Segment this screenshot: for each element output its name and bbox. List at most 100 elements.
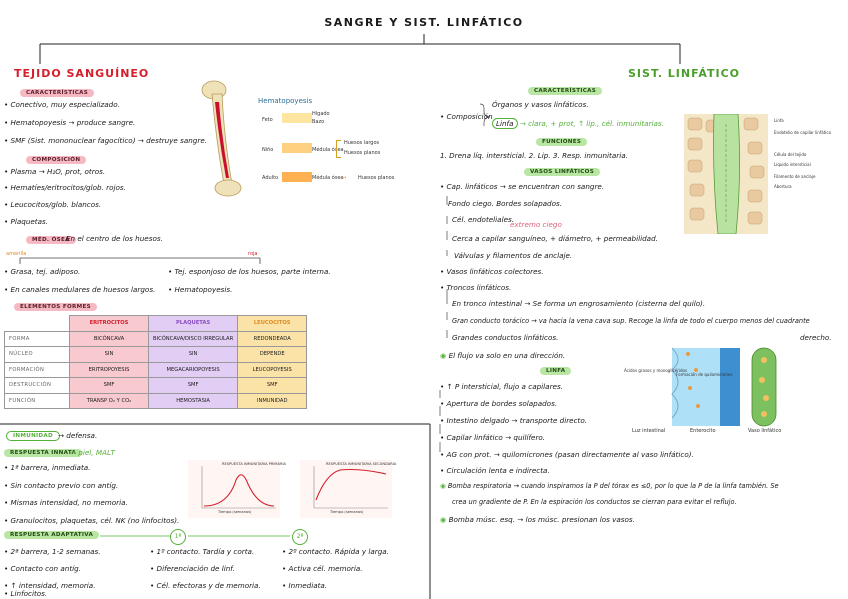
graph2-title: RESPUESTA INMUNITARIA SECUNDARIA xyxy=(326,462,397,466)
img2-label: Enterocito xyxy=(690,428,716,434)
table-cell: MEGACARIOPOYESIS xyxy=(147,361,239,378)
adapt-col2-item-1: • 1º contacto. Tardía y corta. xyxy=(150,547,255,556)
quilifero-image xyxy=(671,347,777,427)
table-cell: SMF xyxy=(147,377,239,394)
funciones-text: 1. Drena líq. intersticial. 2. Lip. 3. R… xyxy=(440,151,628,160)
graph1-xlabel: Tiempo (semanas) xyxy=(218,510,252,514)
vasos-item: • Cap. linfáticos → se encuentran con sa… xyxy=(440,182,605,191)
bubble-primaria: 1ª xyxy=(170,529,186,545)
label-roja: roja xyxy=(248,251,258,257)
table-cell: ERITROPOYESIS xyxy=(69,361,149,378)
hema-organ: Hígado xyxy=(312,111,330,117)
femur-illustration xyxy=(201,80,242,197)
hema-organ: Bazo xyxy=(312,119,325,125)
roja-item-2: • Hematopoyesis. xyxy=(168,285,233,294)
hema-arrow-feto xyxy=(282,113,312,123)
innata-note: → piel, MALT xyxy=(70,448,115,457)
row-label: FUNCIÓN xyxy=(4,392,70,409)
graph-respuesta-secundaria xyxy=(300,460,392,518)
img1-label: Líquido intersticial xyxy=(774,162,811,167)
adapt-col2-item-3: • Cél. efectoras y de memoria. xyxy=(150,581,261,590)
caract-item-1: • Conectivo, muy especializado. xyxy=(4,100,120,109)
tag-inmunidad: INMUNIDAD xyxy=(6,431,60,441)
tag-vasos-linfaticos: VASOS LINFÁTICOS xyxy=(524,168,601,176)
hema-arrow-adulto xyxy=(282,172,312,182)
linfa-item: • AG con prot. → quilomicrones (pasan di… xyxy=(440,450,694,459)
graph2-xlabel: Tiempo (semanas) xyxy=(330,510,364,514)
hema-brace xyxy=(336,140,341,158)
hema-organ: Huesos planos xyxy=(344,150,381,156)
graph1-title: RESPUESTA INMUNITARIA PRIMARIA xyxy=(222,462,286,466)
innata-item-2: • Sin contacto previo con antíg. xyxy=(4,481,119,490)
innata-item-3: • Mismas intensidad, no memoria. xyxy=(4,498,128,507)
roja-item-1: • Tej. esponjoso de los huesos, parte in… xyxy=(168,267,331,276)
img1-label: Filamento de anclaje xyxy=(774,174,816,179)
graph-respuesta-primaria xyxy=(188,460,280,518)
composicion-label: • Composición xyxy=(440,112,493,121)
table-row: NÚCLEO SIN SIN DEPENDE xyxy=(4,346,308,363)
caract-item-2: • Hematopoyesis → produce sangre. xyxy=(4,118,136,127)
comp-item-1: • Plasma → H₂O, prot, otros. xyxy=(4,167,106,176)
table-cell: BICÓNCAVA xyxy=(69,330,149,347)
adapt-col1-item-2: • Contacto con antíg. xyxy=(4,564,81,573)
col-eritrocitos: ERITROCITOS xyxy=(69,315,149,332)
section-title-tejido: TEJIDO SANGUÍNEO xyxy=(14,67,150,80)
table-cell: INMUNIDAD xyxy=(237,392,308,409)
vasos-item: Grandes conductos linfáticos. xyxy=(452,333,559,342)
table-cell: HEMOSTASIA xyxy=(147,392,239,409)
adapt-col3-item-1: • 2º contacto. Rápida y larga. xyxy=(282,547,389,556)
hema-organ: Huesos largos xyxy=(344,140,380,146)
comp-item-3: • Leucocitos/glob. blancos. xyxy=(4,200,102,209)
tag-caracteristicas: CARACTERÍSTICAS xyxy=(20,89,95,97)
organos-text: Órganos y vasos linfáticos. xyxy=(492,100,589,109)
vasos-item: • Vasos linfáticos colectores. xyxy=(440,267,544,276)
adapt-col3-item-3: • Inmediata. xyxy=(282,581,328,590)
table-cell: SMF xyxy=(237,377,308,394)
hema-organ: Médula ósea xyxy=(312,175,344,181)
hema-organ: Médula ósea xyxy=(312,147,344,153)
table-cell: LEUCOPOYESIS xyxy=(237,361,308,378)
img1-label: Célula del tejido xyxy=(774,152,807,157)
tag-elementos-formes: ELEMENTOS FORMES xyxy=(14,303,97,311)
elementos-formes-table: ERITROCITOS PLAQUETAS LEUCOCITOS FORMA B… xyxy=(4,315,308,409)
tag-respuesta-adaptativa: RESPUESTA ADAPTATIVA xyxy=(4,531,100,539)
col-leucocitos: LEUCOCITOS xyxy=(237,315,308,332)
adapt-col2-item-2: • Diferenciación de linf. xyxy=(150,564,235,573)
table-row: FORMACIÓN ERITROPOYESIS MEGACARIOPOYESIS… xyxy=(4,361,308,378)
adapt-col3-item-2: • Activa cél. memoria. xyxy=(282,564,363,573)
vasos-item: • Troncos linfáticos. xyxy=(440,283,512,292)
vasos-item: Fondo ciego. Bordes solapados. xyxy=(448,199,563,208)
hema-label-adulto: Adulto xyxy=(262,175,279,181)
table-cell: DEPENDE xyxy=(237,346,308,363)
tag-respuesta-innata: RESPUESTA INNATA xyxy=(4,449,83,457)
hema-title: Hematopoyesis xyxy=(258,97,313,105)
innata-item-1: • 1ª barrera, inmediata. xyxy=(4,463,91,472)
row-label: FORMACIÓN xyxy=(4,361,70,378)
linfa-item: • Apertura de bordes solapados. xyxy=(440,399,558,408)
hema-label-feto: Feto xyxy=(262,117,273,123)
innata-item-4: • Granulocitos, plaquetas, cél. NK (no l… xyxy=(4,516,180,525)
linfa-row: Linfa → clara, + prot, ↑ lip., cél. inmu… xyxy=(492,118,664,129)
row-label: NÚCLEO xyxy=(4,346,70,363)
derecho-text: derecho. xyxy=(800,333,832,342)
bubble-secundaria: 2ª xyxy=(292,529,308,545)
vasos-note: extremo ciego xyxy=(510,220,562,229)
hema-arrow-nino xyxy=(282,143,312,153)
inmunidad-text: → defensa. xyxy=(58,431,98,440)
vasos-item: Gran conducto torácico → va hacia la ven… xyxy=(452,317,810,325)
bomba-muscular: ◉ Bomba músc. esq. → los músc. presionan… xyxy=(440,515,635,524)
row-label: FORMA xyxy=(4,330,70,347)
hema-organ: Huesos planos xyxy=(358,175,395,181)
table-row: FUNCIÓN TRANSP O₂ Y CO₂ HEMOSTASIA INMUN… xyxy=(4,392,308,409)
capilar-linfatico-image xyxy=(684,114,768,234)
table-row: FORMA BICÓNCAVA BICÓNCAVA/DISCO IRREGULA… xyxy=(4,330,308,347)
row-label: DESTRUCCIÓN xyxy=(4,377,70,394)
adapt-col1-item-3: • ↑ intensidad, memoria. xyxy=(4,581,96,590)
flujo-note: ◉ El flujo va solo en una dirección. xyxy=(440,351,566,360)
img1-label: Linfa xyxy=(774,118,784,123)
img1-label: Abertura xyxy=(774,184,792,189)
comp-item-2: • Hematíes/eritrocitos/glob. rojos. xyxy=(4,183,126,192)
amarilla-item-2: • En canales medulares de huesos largos. xyxy=(4,285,156,294)
vasos-item: Cél. endoteliales. xyxy=(452,215,515,224)
